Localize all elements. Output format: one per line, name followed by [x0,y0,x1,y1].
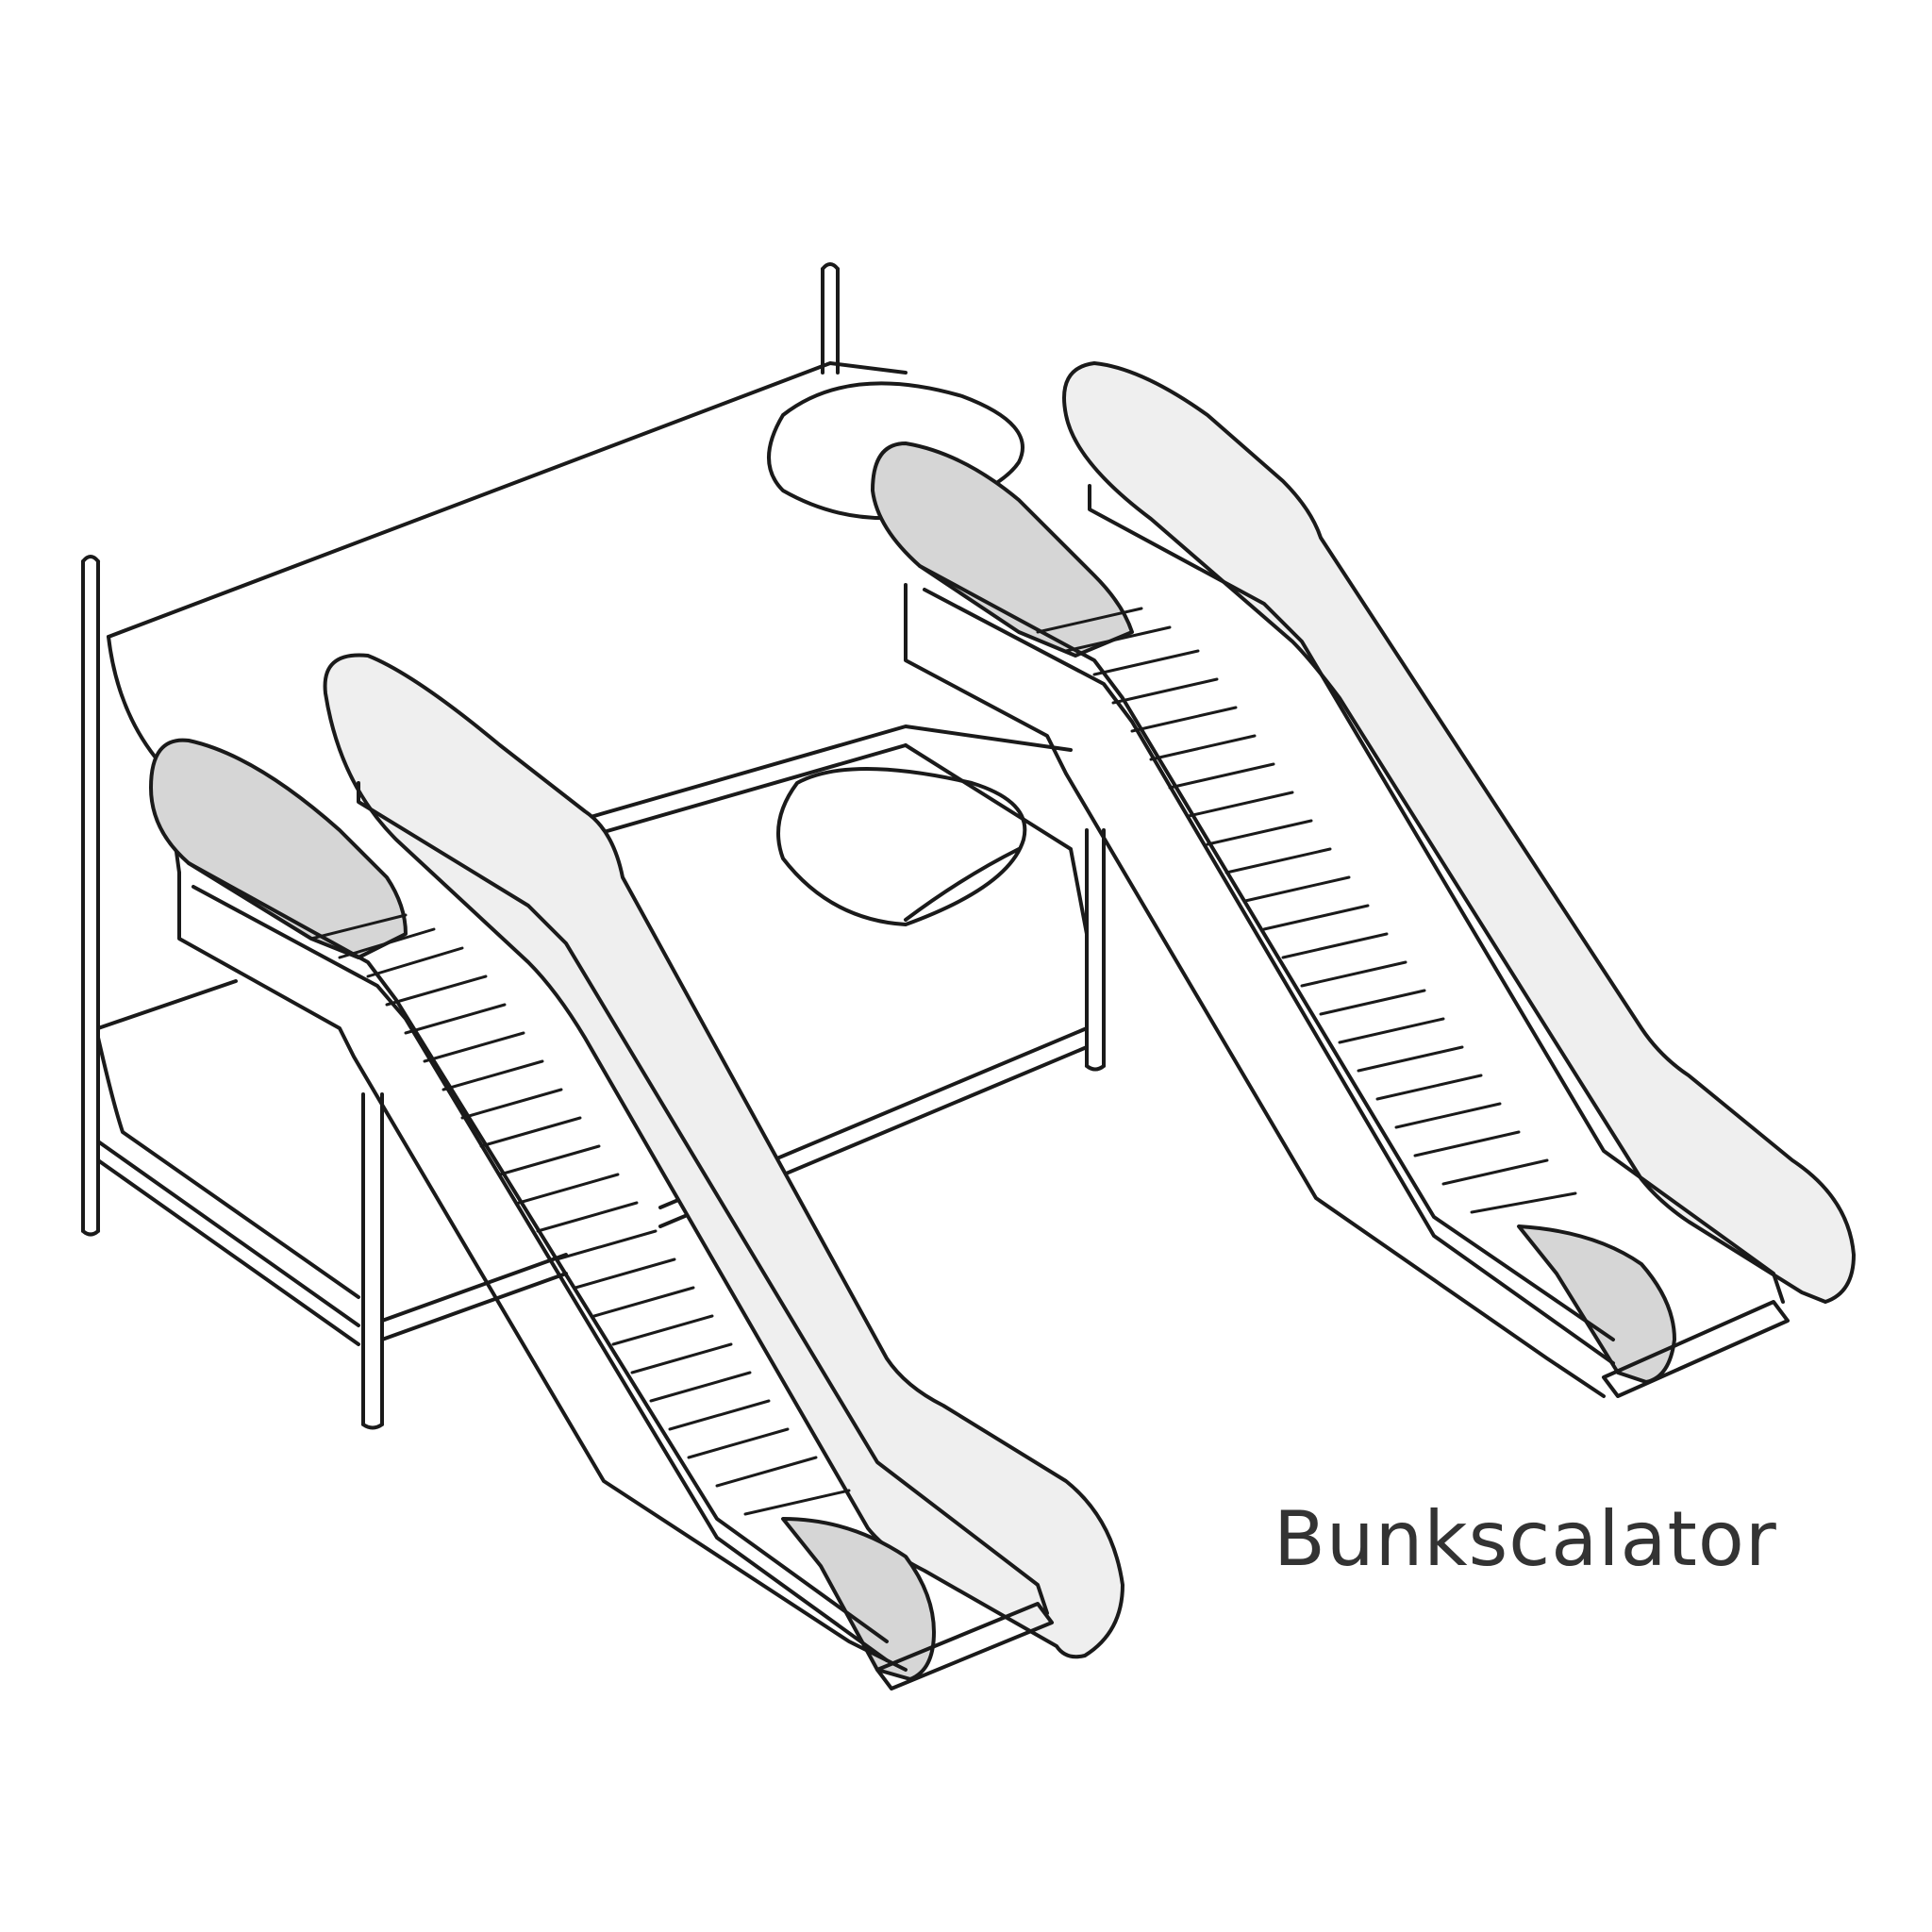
bed-post-back [821,262,840,375]
right-escalator-outer-balustrade [1062,361,1856,1304]
escalator-right [871,361,1856,1398]
right-escalator-inner-handrail [871,441,1134,658]
bed-post-left [81,555,100,1237]
left-escalator-outer-balustrade [323,653,1124,1659]
left-escalator-body [177,871,908,1672]
lower-bunk-frame [96,979,360,1299]
escalator-left [149,653,1124,1690]
lower-pillow [776,767,1027,926]
left-escalator-steps [309,913,851,1516]
right-escalator-body [904,583,1606,1398]
left-escalator-inner-handrail [149,738,408,959]
caption-text: Bunkscalator [1274,1495,1777,1583]
top-bunk-mattress [107,361,908,639]
bed-post-center [361,1092,384,1430]
right-escalator-steps [1036,607,1577,1214]
bed-post-front-right [1085,828,1106,1072]
